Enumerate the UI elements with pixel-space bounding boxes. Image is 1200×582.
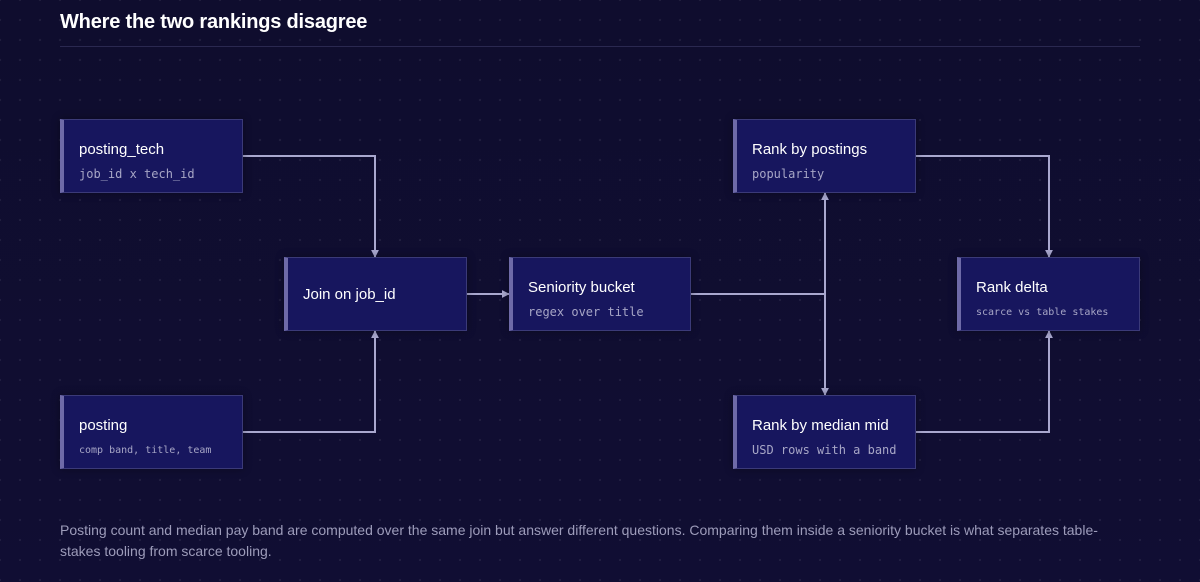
edge-rank-postings-to-delta	[916, 155, 1053, 258]
node-label: posting	[79, 417, 128, 434]
node-posting: posting comp band, title, team	[60, 395, 243, 469]
diagram-title: Where the two rankings disagree	[60, 11, 368, 33]
node-seniority-bucket: Seniority bucket regex over title	[509, 257, 691, 331]
node-label: Rank by postings	[752, 141, 868, 158]
node-label: Rank by median mid	[752, 417, 889, 434]
node-sublabel: popularity	[752, 167, 825, 181]
node-sublabel: comp band, title, team	[79, 445, 212, 456]
node-sublabel: job_id x tech_id	[79, 167, 195, 181]
node-rank-delta: Rank delta scarce vs table stakes	[957, 257, 1140, 331]
title-divider	[60, 46, 1140, 47]
node-sublabel: regex over title	[528, 305, 644, 319]
node-rank-by-median-mid: Rank by median mid USD rows with a band	[733, 395, 916, 469]
edge-rank-median-to-delta	[916, 330, 1053, 433]
node-label: posting_tech	[79, 141, 165, 158]
node-label: Join on job_id	[303, 286, 396, 303]
node-rank-by-postings: Rank by postings popularity	[733, 119, 916, 193]
edge-posting-tech-to-join	[243, 155, 379, 258]
node-posting-tech: posting_tech job_id x tech_id	[60, 119, 243, 193]
node-join: Join on job_id	[284, 257, 467, 331]
node-label: Seniority bucket	[528, 279, 635, 296]
edge-posting-to-join	[243, 330, 379, 433]
node-sublabel: scarce vs table stakes	[976, 307, 1109, 318]
node-label: Rank delta	[976, 279, 1048, 296]
node-sublabel: USD rows with a band	[752, 443, 897, 457]
diagram-caption: Posting count and median pay band are co…	[60, 522, 1098, 559]
